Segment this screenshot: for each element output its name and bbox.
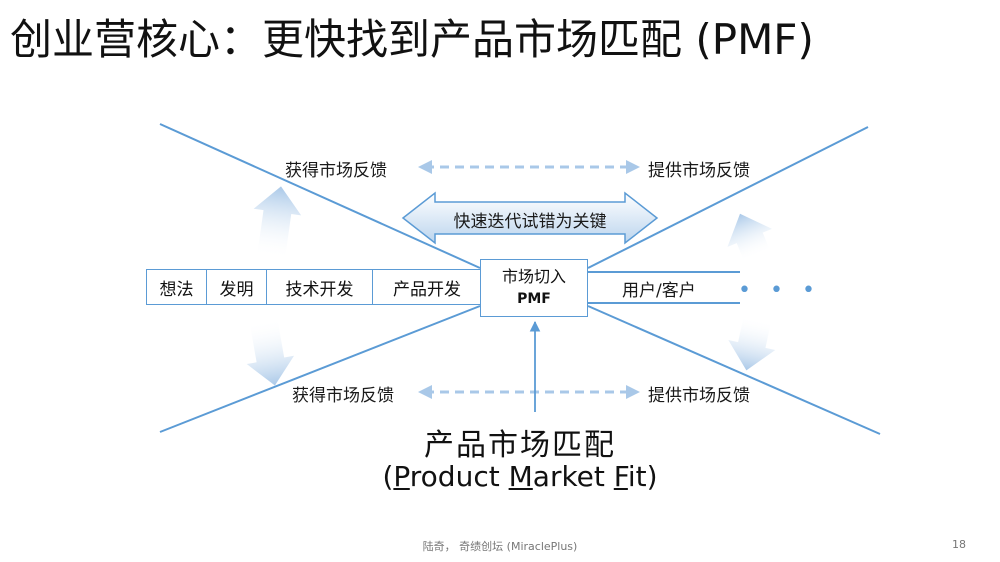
market-entry-label: 市场切入 (501, 267, 566, 286)
cycle-arrow-up-right (727, 213, 773, 262)
feedback-label-bottom-left: 获得市场反馈 (292, 386, 394, 406)
pmf-en-p: P (393, 460, 410, 493)
feedback-label-top-left: 获得市场反馈 (285, 161, 387, 181)
market-entry-pmf: PMF (517, 291, 551, 307)
pmf-en-roduct: roduct (409, 460, 509, 493)
page-title: 创业营核心：更快找到产品市场匹配 (PMF) (10, 15, 814, 64)
pmf-en-arket: arket (532, 460, 614, 493)
stage-row: 想法 发明 技术开发 产品开发 (146, 269, 482, 305)
stage-idea: 想法 (147, 270, 207, 304)
page-number: 18 (952, 538, 966, 551)
pmf-en-it: it) (627, 460, 658, 493)
footer-credit: 陆奇， 奇绩创坛 (MiraclePlus) (422, 540, 578, 553)
pmf-en-open: ( (382, 460, 394, 493)
stage-tech-dev: 技术开发 (267, 270, 373, 304)
feedback-label-top-right: 提供市场反馈 (648, 161, 750, 181)
pmf-en-f: F (613, 460, 628, 493)
market-entry-box: 市场切入 PMF (480, 259, 588, 317)
x-line-top-left (159, 123, 481, 269)
pmf-en-m: M (508, 460, 533, 493)
pmf-english-label: (Product Market Fit) (360, 460, 680, 493)
pmf-chinese-label: 产品市场匹配 (424, 428, 616, 463)
cycle-arrow-down-left (246, 318, 295, 386)
iteration-banner-label: 快速迭代试错为关键 (453, 212, 607, 232)
ellipsis-dots: • • • (738, 278, 821, 303)
stage-product-dev: 产品开发 (393, 279, 461, 300)
x-line-top-right (587, 126, 869, 269)
x-line-bottom-right (587, 305, 881, 435)
users-label: 用户/客户 (622, 281, 696, 301)
iteration-banner-arrow (401, 191, 659, 245)
dashed-arrow-top (418, 160, 640, 174)
x-line-bottom-left (159, 305, 481, 433)
feedback-label-bottom-right: 提供市场反馈 (648, 386, 750, 406)
cycle-arrow-down-right (728, 315, 776, 371)
dashed-arrow-bottom (418, 385, 640, 399)
stage-invention: 发明 (207, 270, 267, 304)
cycle-arrow-up-left (253, 186, 302, 260)
